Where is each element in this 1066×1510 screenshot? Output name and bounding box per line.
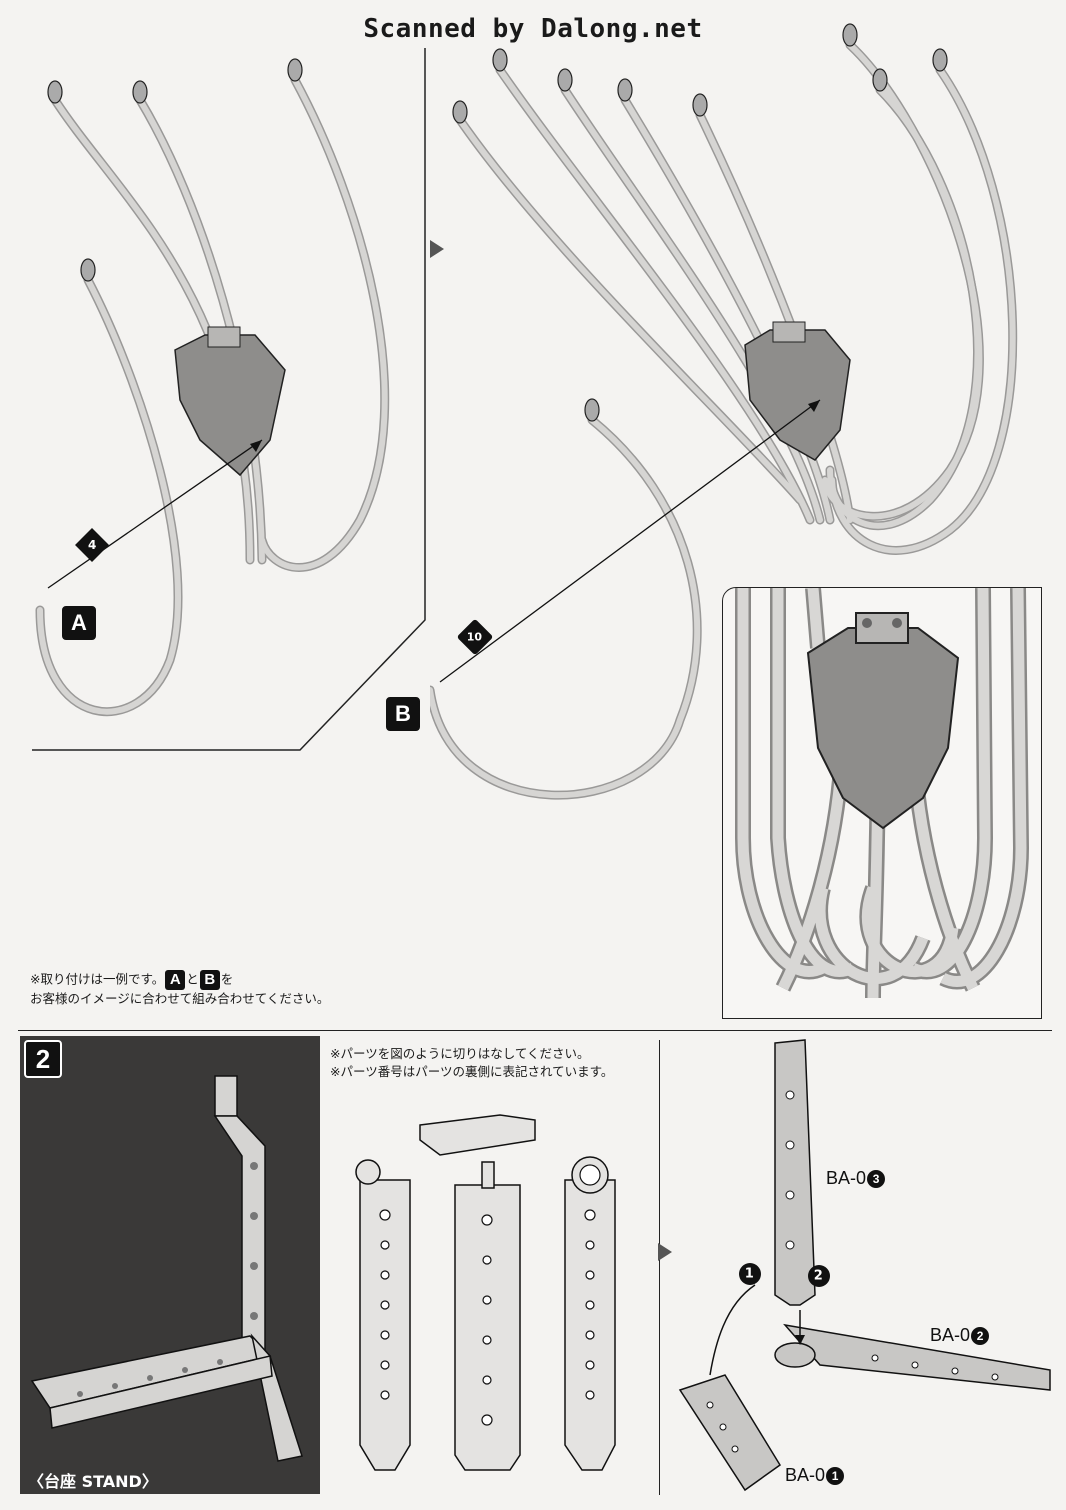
step2-note-1: ※パーツを図のように切りはなしてください。	[330, 1046, 590, 1061]
section-divider	[18, 1030, 1052, 1031]
tag-a: A	[62, 606, 96, 640]
step1-note-line2: お客様のイメージに合わせて組み合わせてください。	[30, 991, 330, 1006]
note-tag-a: A	[165, 970, 186, 990]
tag-b: B	[386, 697, 420, 731]
closeup-drawing	[735, 588, 1030, 999]
step-10-marker: 10	[456, 618, 494, 656]
assembly-drawing	[678, 1039, 1051, 1492]
flow-arrow	[430, 240, 444, 258]
tubes-assembly-a	[35, 58, 390, 717]
order-marker-2: 2	[803, 1259, 835, 1292]
step-2-label: 2	[24, 1040, 62, 1078]
scan-credit: Scanned by Dalong.net	[363, 14, 703, 44]
stand-drawing	[30, 1075, 303, 1462]
runner-parts-drawing	[355, 1114, 616, 1471]
step2-notes: ※パーツを図のように切りはなしてください。 ※パーツ番号はパーツの裏側に表記され…	[330, 1045, 613, 1081]
step-4-marker: 4	[75, 528, 109, 562]
closeup-inset	[722, 587, 1042, 1019]
step2-note-2: ※パーツ番号はパーツの裏側に表記されています。	[330, 1064, 614, 1079]
order-marker-1: 1	[734, 1257, 766, 1290]
flow-arrow-2	[658, 1243, 672, 1261]
left-panel-frame	[32, 48, 426, 751]
stand-panel	[20, 1036, 320, 1494]
stand-label: 〈台座 STAND〉	[28, 1472, 158, 1491]
step2-divider	[659, 1040, 660, 1495]
tubes-assembly-b	[430, 23, 1018, 800]
note-tag-b: B	[199, 970, 220, 990]
